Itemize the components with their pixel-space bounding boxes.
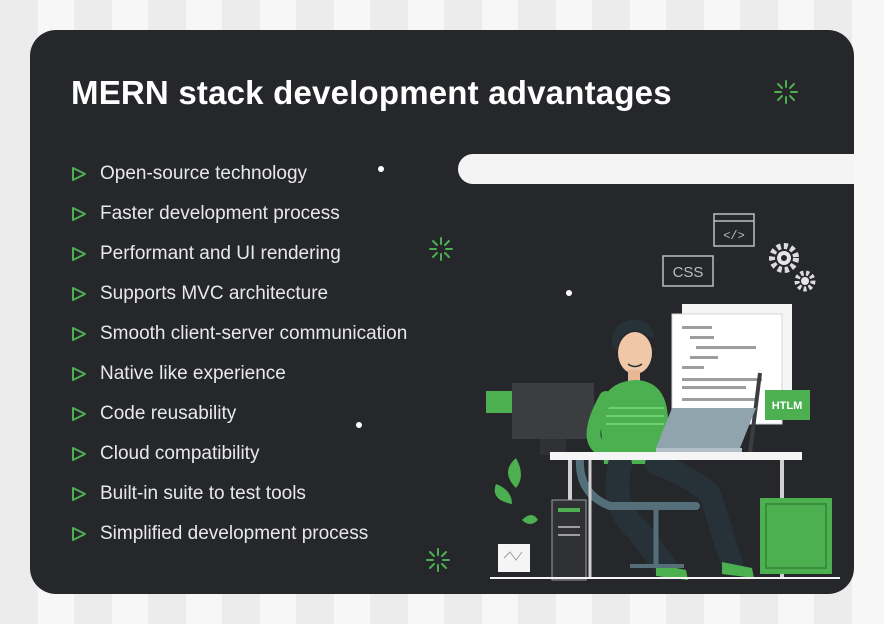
list-item: Code reusability (70, 394, 407, 434)
css-box-icon: CSS (662, 255, 714, 287)
green-cabinet (760, 498, 832, 574)
htlm-tag: HTLM (765, 390, 810, 420)
decor-dot (356, 422, 362, 428)
list-item: Smooth client-server communication (70, 314, 407, 354)
list-item: Open-source technology (70, 154, 407, 194)
list-item-label: Faster development process (100, 203, 340, 224)
chevron-right-icon (72, 527, 86, 541)
page-title: MERN stack development advantages (71, 74, 672, 111)
list-item: Cloud compatibility (70, 434, 407, 474)
list-item: Simplified development process (70, 514, 407, 554)
monitor (512, 383, 594, 439)
developer-illustration: </> CSS (486, 213, 840, 581)
plant (494, 458, 538, 572)
sparkle-icon (774, 80, 798, 104)
chevron-right-icon (72, 167, 86, 181)
info-card: MERN stack development advantages (30, 30, 854, 594)
list-item-label: Native like experience (100, 363, 286, 384)
list-item: Native like experience (70, 354, 407, 394)
list-item-label: Smooth client-server communication (100, 323, 408, 344)
chevron-right-icon (72, 367, 86, 381)
decor-dot (378, 166, 384, 172)
chevron-right-icon (72, 287, 86, 301)
svg-text:CSS: CSS (673, 264, 704, 281)
list-item-label: Supports MVC architecture (100, 283, 329, 304)
list-item-label: Open-source technology (100, 163, 308, 184)
decor-dot (566, 290, 572, 296)
chevron-right-icon (72, 407, 86, 421)
chevron-right-icon (72, 207, 86, 221)
chevron-right-icon (72, 447, 86, 461)
code-window-icon: </> (713, 213, 755, 247)
pc-tower (551, 499, 587, 581)
card-notch (458, 154, 854, 184)
desk (550, 452, 802, 460)
list-item-label: Cloud compatibility (100, 443, 260, 464)
list-item: Built-in suite to test tools (70, 474, 407, 514)
list-item-label: Performant and UI rendering (100, 243, 341, 264)
chevron-right-icon (72, 487, 86, 501)
chevron-right-icon (72, 247, 86, 261)
list-item: Supports MVC architecture (70, 274, 407, 314)
list-item: Faster development process (70, 194, 407, 234)
list-item-label: Code reusability (100, 403, 237, 424)
advantages-list: Open-source technology Faster developmen… (70, 154, 407, 554)
sparkle-icon (429, 237, 453, 261)
gear-icon (769, 243, 816, 292)
svg-text:HTLM: HTLM (772, 400, 803, 412)
list-item-label: Built-in suite to test tools (100, 483, 306, 504)
sparkle-icon (426, 548, 450, 572)
list-item: Performant and UI rendering (70, 234, 407, 274)
list-item-label: Simplified development process (100, 523, 369, 544)
laptop (656, 408, 756, 452)
svg-text:</>: </> (723, 229, 745, 243)
chevron-right-icon (72, 327, 86, 341)
